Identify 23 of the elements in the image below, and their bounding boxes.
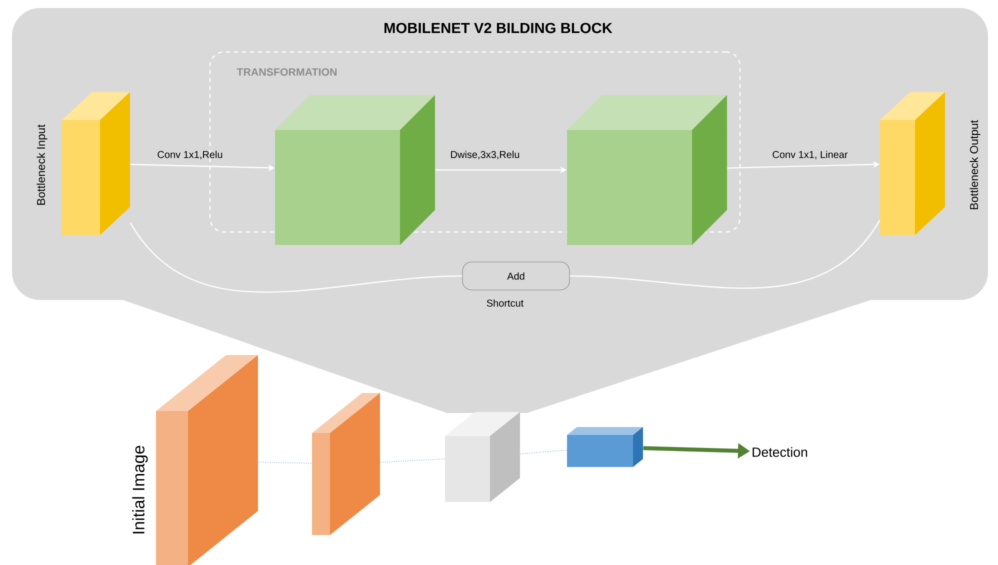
side-label: Bottleneck Output [970, 120, 980, 210]
cuboid [312, 393, 380, 535]
cuboid [445, 412, 520, 502]
edge-label: Conv 1x1, Linear [772, 150, 848, 160]
cuboid [567, 95, 727, 245]
side-label: Initial Image [132, 446, 148, 534]
connector-line [258, 462, 312, 464]
cuboid [880, 92, 945, 235]
cuboid [567, 427, 643, 467]
diagram-title: MOBILENET V2 BILDING BLOCK [384, 22, 612, 34]
connector-line [520, 450, 568, 454]
side-label: Shortcut [486, 299, 524, 307]
output-label: Detection [752, 447, 808, 457]
connector-line [570, 220, 880, 289]
connector-line [380, 458, 446, 463]
cuboid [62, 92, 130, 235]
side-label: Bottleneck Input [36, 124, 48, 205]
add-box: Add [462, 262, 570, 290]
cuboid [156, 355, 258, 565]
edge-label: Dwise,3x3,Relu [451, 150, 520, 160]
connector-line [130, 222, 462, 293]
edge-label: Conv 1x1,Relu [158, 150, 222, 160]
cuboid [275, 95, 435, 245]
